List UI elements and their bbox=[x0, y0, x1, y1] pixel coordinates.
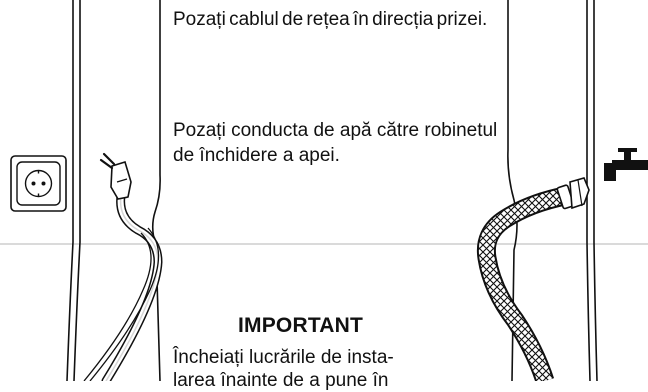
power-plug-icon bbox=[99, 152, 163, 381]
appliance-right-edge-inner bbox=[593, 0, 598, 381]
left-break-line bbox=[151, 0, 161, 381]
water-instruction: Pozați conducta de apă către robinetul d… bbox=[173, 120, 498, 166]
installation-illustration bbox=[0, 0, 648, 381]
important-text-cut-off: larea înainte de a pune în bbox=[173, 370, 389, 391]
cable-instruction: Pozați cablul de rețea în direcția prize… bbox=[173, 9, 488, 30]
power-socket-icon bbox=[10, 155, 67, 212]
appliance-right-edge-outer bbox=[586, 0, 591, 381]
appliance-left-edge-inner bbox=[73, 0, 81, 381]
important-text: Încheiați lucrările de insta- bbox=[173, 347, 394, 368]
power-cable bbox=[89, 227, 160, 381]
water-tap-icon bbox=[604, 148, 648, 181]
right-break-line bbox=[507, 0, 518, 381]
appliance-left-edge-outer bbox=[66, 0, 74, 381]
water-hose-icon bbox=[476, 177, 590, 381]
important-heading: IMPORTANT bbox=[238, 314, 364, 337]
